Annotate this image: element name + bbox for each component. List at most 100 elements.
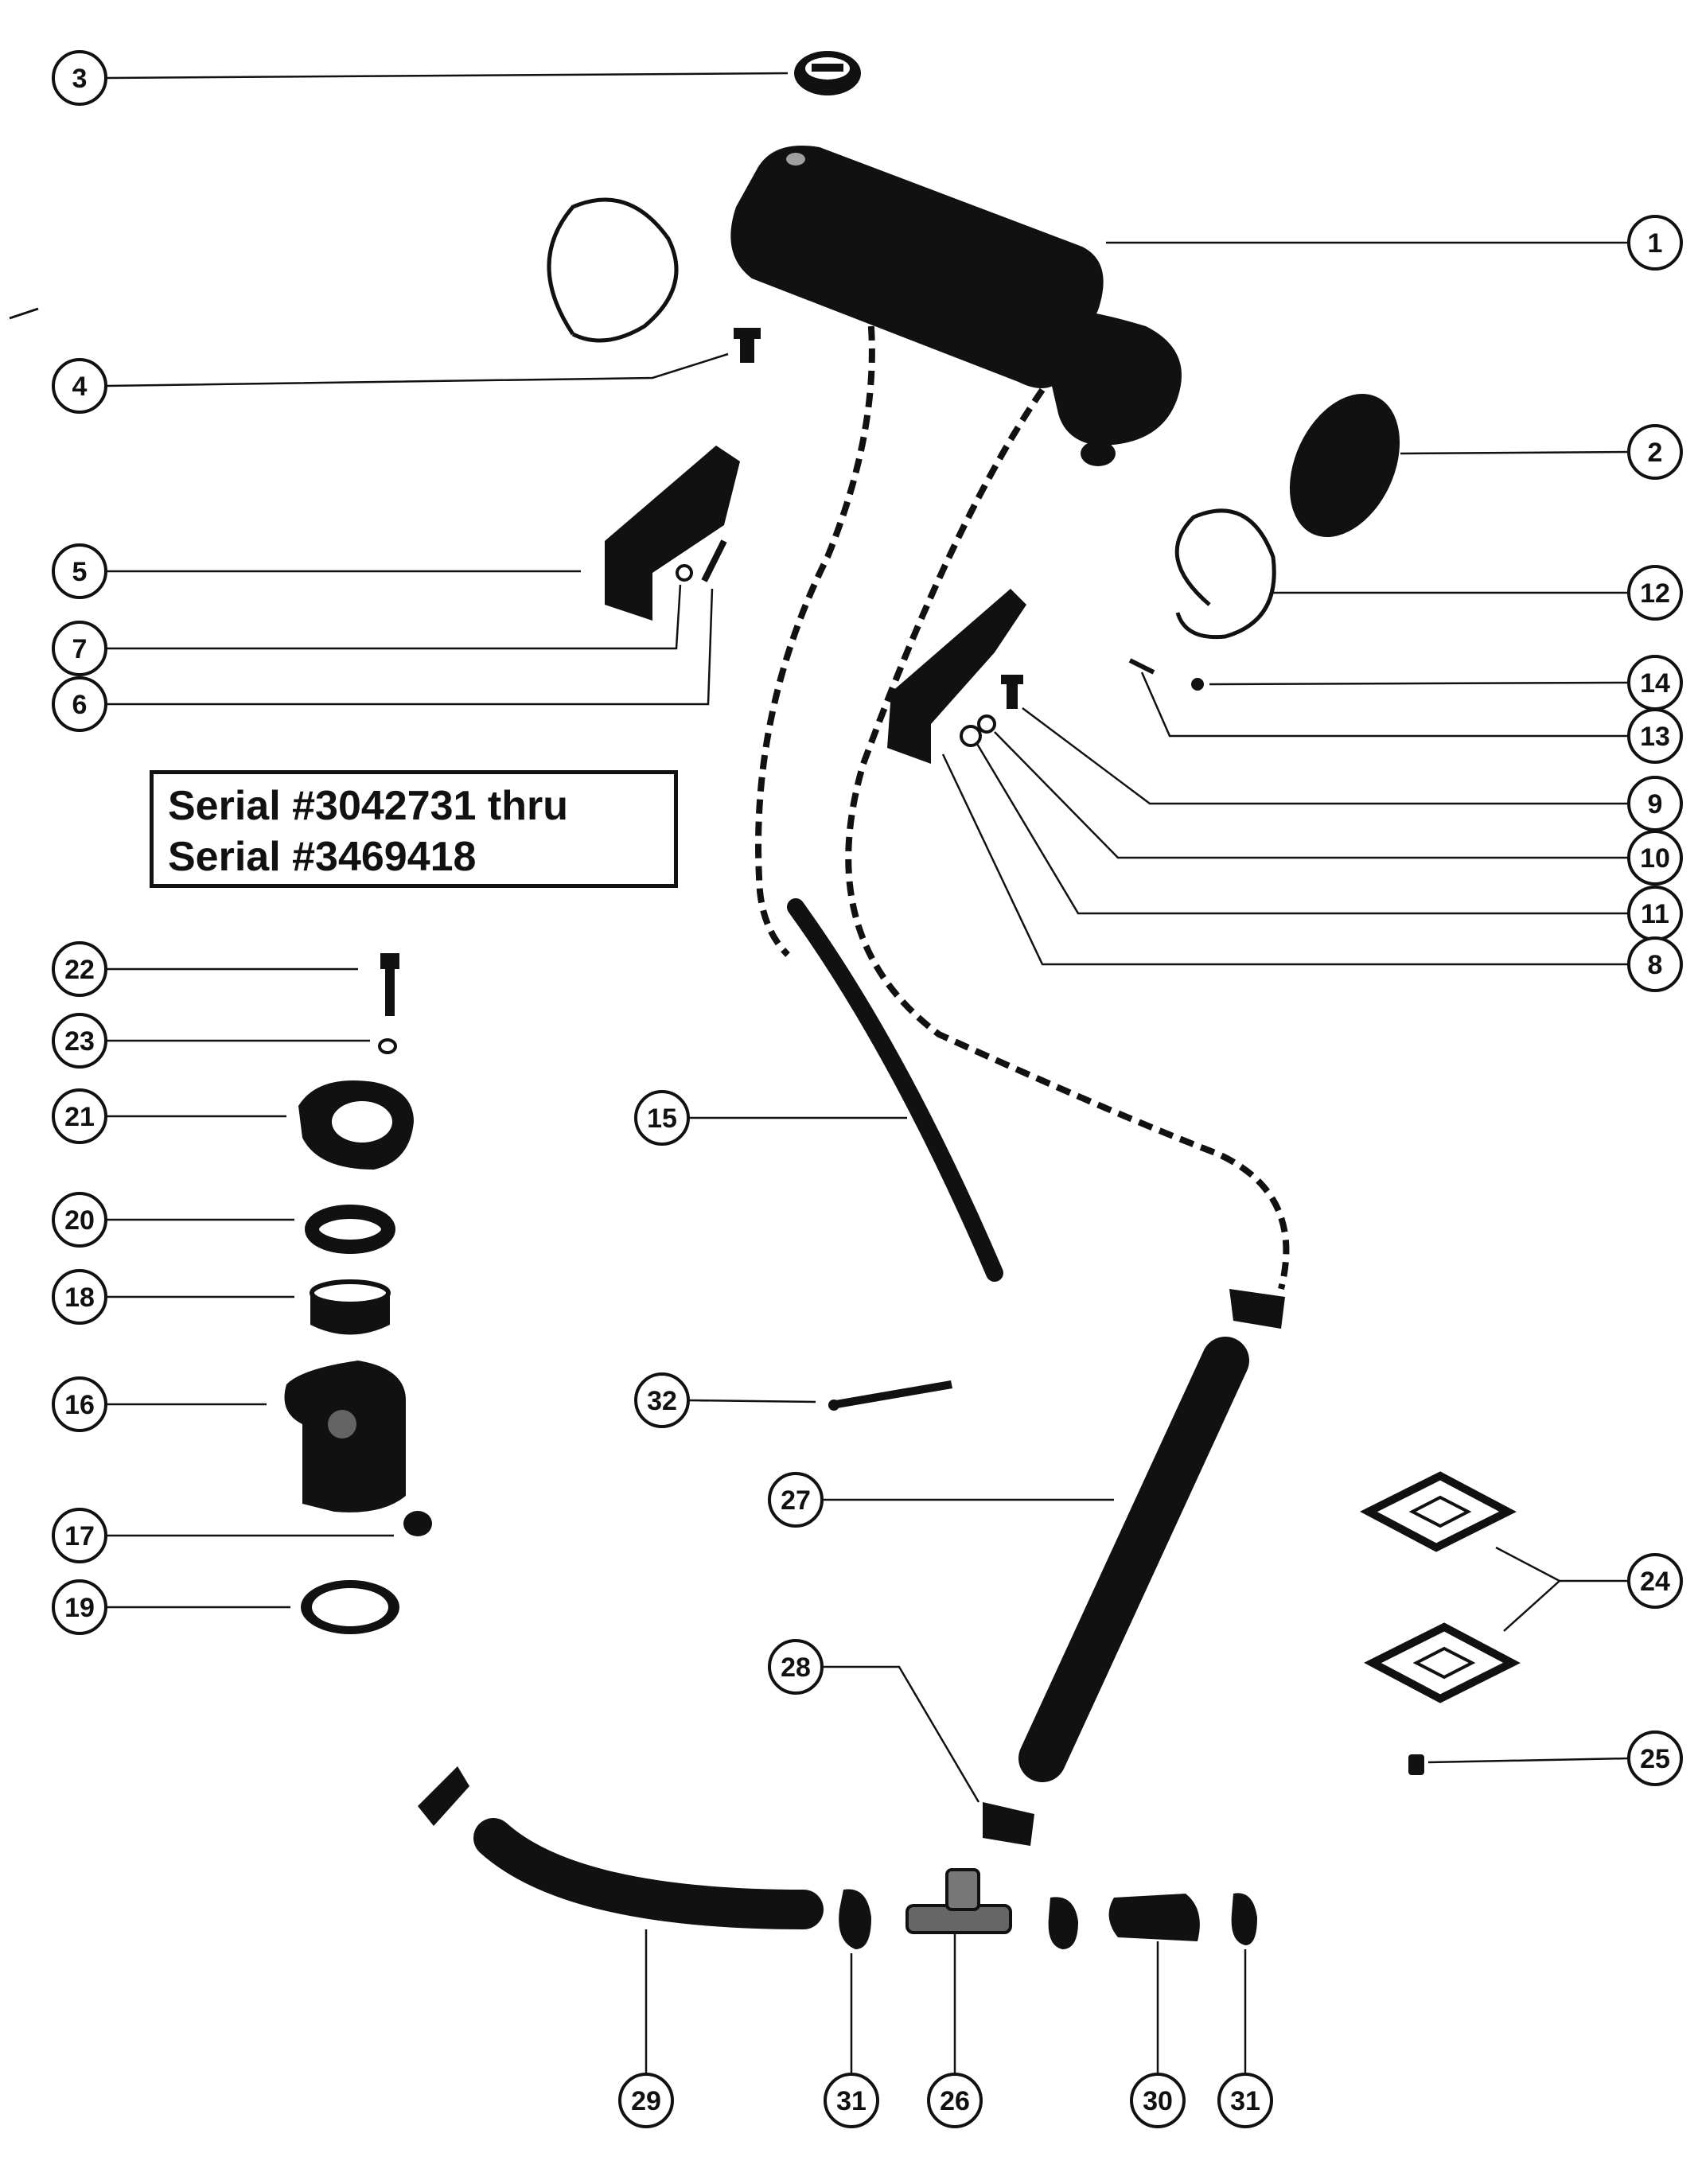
callout-27: 27 <box>768 1472 824 1528</box>
svg-text:31: 31 <box>1230 2086 1260 2116</box>
svg-text:28: 28 <box>781 1653 811 1683</box>
hose-dashed-left <box>755 237 875 957</box>
part-11-washer <box>960 725 982 747</box>
part-fitting-upper <box>1229 1289 1285 1329</box>
svg-text:2: 2 <box>1648 438 1663 468</box>
callout-8: 8 <box>1627 936 1683 992</box>
part-clamp-middle <box>1048 1897 1078 1949</box>
hose-dashed-right <box>845 387 1290 1290</box>
part-26-tee <box>905 1868 1012 1934</box>
callout-1: 1 <box>1627 215 1683 271</box>
svg-text:18: 18 <box>64 1283 95 1313</box>
svg-text:24: 24 <box>1640 1567 1670 1597</box>
callout-15: 15 <box>634 1090 690 1146</box>
svg-text:25: 25 <box>1640 1744 1670 1774</box>
part-14-nut <box>1191 678 1204 691</box>
svg-text:17: 17 <box>64 1521 95 1551</box>
part-17-plug <box>403 1511 432 1536</box>
part-23-washer <box>378 1038 397 1054</box>
part-6-screw <box>701 539 727 582</box>
part-31-clamp-left <box>839 1889 871 1949</box>
svg-text:19: 19 <box>64 1593 95 1623</box>
part-2-end-disc <box>1289 394 1400 537</box>
callout-7: 7 <box>52 621 107 676</box>
part-31-clamp-right <box>1231 1893 1257 1945</box>
part-27-hose <box>1018 1337 1249 1782</box>
svg-text:16: 16 <box>64 1390 95 1420</box>
callout-24: 24 <box>1627 1553 1683 1609</box>
callout-14: 14 <box>1627 655 1683 710</box>
svg-text:13: 13 <box>1640 722 1670 752</box>
svg-text:15: 15 <box>647 1104 677 1134</box>
leader-lines <box>106 72 1630 2073</box>
svg-text:32: 32 <box>647 1386 677 1416</box>
part-10-washer <box>977 714 996 734</box>
svg-text:10: 10 <box>1640 843 1670 874</box>
part-9-bolt <box>1001 675 1023 709</box>
callout-2: 2 <box>1627 424 1683 480</box>
callout-13: 13 <box>1627 708 1683 764</box>
svg-text:27: 27 <box>781 1485 811 1516</box>
part-4-bolt <box>734 328 761 363</box>
serial-range-note: Serial #3042731 thru Serial #3469418 <box>150 770 678 888</box>
serial-start-line: Serial #3042731 thru <box>168 783 568 829</box>
part-30-hose <box>1108 1894 1200 1941</box>
part-15-hose <box>787 898 1003 1282</box>
part-13-screw <box>1128 658 1155 675</box>
callout-16: 16 <box>52 1376 107 1432</box>
part-1-muffler <box>730 146 1182 466</box>
svg-text:11: 11 <box>1641 899 1669 929</box>
part-24-gaskets <box>1360 1471 1521 1703</box>
callout-26: 26 <box>927 2073 983 2128</box>
part-bracket-right <box>887 589 1026 764</box>
part-16-pump <box>284 1361 406 1512</box>
part-12-clamp-ring <box>1174 508 1276 640</box>
callout-9: 9 <box>1627 776 1683 831</box>
part-18-sleeve <box>310 1279 391 1335</box>
svg-text:26: 26 <box>940 2086 970 2116</box>
part-fitting-left <box>418 1766 469 1826</box>
callout-3: 3 <box>52 50 107 106</box>
callout-21: 21 <box>52 1088 107 1144</box>
part-29-hose <box>473 1818 824 1929</box>
part-21-flange <box>298 1080 414 1170</box>
svg-text:30: 30 <box>1143 2086 1173 2116</box>
part-25-plug <box>1408 1754 1424 1775</box>
svg-text:21: 21 <box>64 1102 95 1132</box>
callout-23: 23 <box>52 1013 107 1069</box>
callout-6: 6 <box>52 676 107 732</box>
svg-text:1: 1 <box>1648 228 1663 259</box>
callout-20: 20 <box>52 1192 107 1248</box>
svg-text:31: 31 <box>836 2086 867 2116</box>
clamp-ring-upper <box>547 197 679 343</box>
callout-25: 25 <box>1627 1730 1683 1786</box>
part-20-ring <box>305 1205 395 1254</box>
svg-text:7: 7 <box>72 634 88 664</box>
part-22-bolt <box>380 953 399 1016</box>
callout-31-right: 31 <box>1217 2073 1273 2128</box>
callout-29: 29 <box>618 2073 674 2128</box>
svg-text:4: 4 <box>72 372 88 402</box>
svg-text:5: 5 <box>72 557 88 587</box>
svg-text:22: 22 <box>64 955 95 985</box>
svg-text:6: 6 <box>72 690 88 720</box>
part-5-bracket <box>605 446 740 621</box>
callout-17: 17 <box>52 1508 107 1563</box>
svg-text:29: 29 <box>631 2086 661 2116</box>
svg-text:14: 14 <box>1640 668 1670 699</box>
part-28-fitting <box>983 1802 1034 1846</box>
part-19-gasket <box>301 1580 399 1634</box>
svg-text:23: 23 <box>64 1026 95 1057</box>
part-3-cap <box>794 51 861 95</box>
callout-18: 18 <box>52 1269 107 1325</box>
svg-text:20: 20 <box>64 1205 95 1236</box>
callout-11: 11 <box>1627 886 1683 941</box>
callout-5: 5 <box>52 543 107 599</box>
svg-text:12: 12 <box>1640 578 1670 609</box>
part-32-pin <box>828 1380 952 1411</box>
serial-end-line: Serial #3469418 <box>168 834 477 880</box>
callout-10: 10 <box>1627 830 1683 886</box>
callout-4: 4 <box>52 358 107 414</box>
callout-30: 30 <box>1130 2073 1186 2128</box>
part-7-washer <box>676 564 693 582</box>
